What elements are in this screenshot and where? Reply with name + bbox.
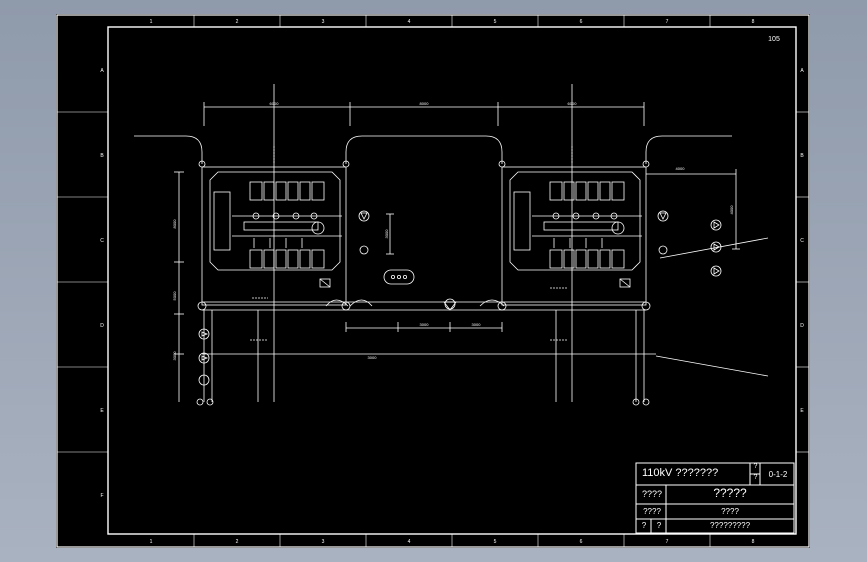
- row-marker: B: [100, 153, 104, 159]
- dimension-labels: 6000 8000 6000 4000 3000 3000 3000: [270, 101, 686, 360]
- col-marker: 3: [322, 539, 325, 545]
- zone-ticks: [57, 15, 809, 547]
- column-markers-top: 1 2 3 4 5 6 7 8: [150, 19, 755, 25]
- col-marker: 8: [752, 19, 755, 25]
- vertical-dimension-labels: 8000 5000 3000 3000 4000: [172, 205, 734, 361]
- row-marker: D: [800, 323, 804, 329]
- dim-label: 6000: [270, 101, 280, 106]
- inner-frame: [107, 26, 797, 535]
- dim-label: 8000: [172, 219, 177, 229]
- dim-label: 6000: [568, 101, 578, 106]
- dim-label: 3000: [384, 229, 389, 239]
- row3-value: ????: [721, 507, 739, 516]
- col-marker: 7: [666, 19, 669, 25]
- row-marker: D: [100, 323, 104, 329]
- row4-label-b: ?: [656, 521, 662, 530]
- row4-value: ?????????: [709, 521, 751, 530]
- dim-label: 3000: [172, 351, 177, 361]
- row-marker: A: [800, 68, 804, 74]
- col-marker: 1: [150, 19, 153, 25]
- column-markers-bottom: 1 2 3 4 5 6 7 8: [150, 539, 755, 545]
- row2-value: ?????: [713, 486, 747, 500]
- col-marker: 2: [236, 539, 239, 545]
- dim-label: 4000: [676, 166, 686, 171]
- dim-label: 8000: [420, 101, 430, 106]
- dim-label: 4000: [729, 205, 734, 215]
- dim-label: 3000: [420, 322, 430, 327]
- row4-label-a: ?: [641, 521, 647, 530]
- cad-drawing: 1 2 3 4 5 6 7 8 1 2 3 4 5 6 7 8 A B C: [56, 14, 810, 548]
- project-title: 110kV ???????: [642, 467, 719, 479]
- dim-label: 3000: [472, 322, 482, 327]
- col-marker: 5: [494, 19, 497, 25]
- col-marker: 1: [150, 539, 153, 545]
- row-marker: E: [800, 408, 804, 414]
- row-marker: E: [100, 408, 104, 414]
- col-marker: 6: [580, 19, 583, 25]
- col-marker: 4: [408, 539, 411, 545]
- sheet-fraction-top: ?: [753, 463, 758, 470]
- row-markers-left: A B C D E F: [100, 68, 104, 499]
- outer-frame: [56, 14, 810, 548]
- dim-label: 3000: [368, 355, 378, 360]
- col-marker: 7: [666, 539, 669, 545]
- row-marker: F: [100, 493, 103, 499]
- title-block-frame: [635, 462, 795, 534]
- row-marker: C: [100, 238, 104, 244]
- col-marker: 4: [408, 19, 411, 25]
- row2-label: ????: [641, 489, 663, 499]
- row-markers-right: A B C D E: [800, 68, 804, 414]
- row-marker: C: [800, 238, 804, 244]
- row-marker: A: [100, 68, 104, 74]
- row-marker: B: [800, 153, 804, 159]
- col-marker: 3: [322, 19, 325, 25]
- cad-viewport[interactable]: 1 2 3 4 5 6 7 8 1 2 3 4 5 6 7 8 A B C: [56, 14, 810, 548]
- dim-label: 5000: [172, 291, 177, 301]
- row3-label: ????: [643, 507, 661, 516]
- col-marker: 8: [752, 539, 755, 545]
- plan-linework: [134, 84, 769, 406]
- col-marker: 6: [580, 539, 583, 545]
- sheet-fraction-bottom: ?: [753, 474, 758, 481]
- col-marker: 5: [494, 539, 497, 545]
- sheet-number: 105: [768, 36, 780, 43]
- drawing-code: 0-1-2: [768, 470, 788, 479]
- col-marker: 2: [236, 19, 239, 25]
